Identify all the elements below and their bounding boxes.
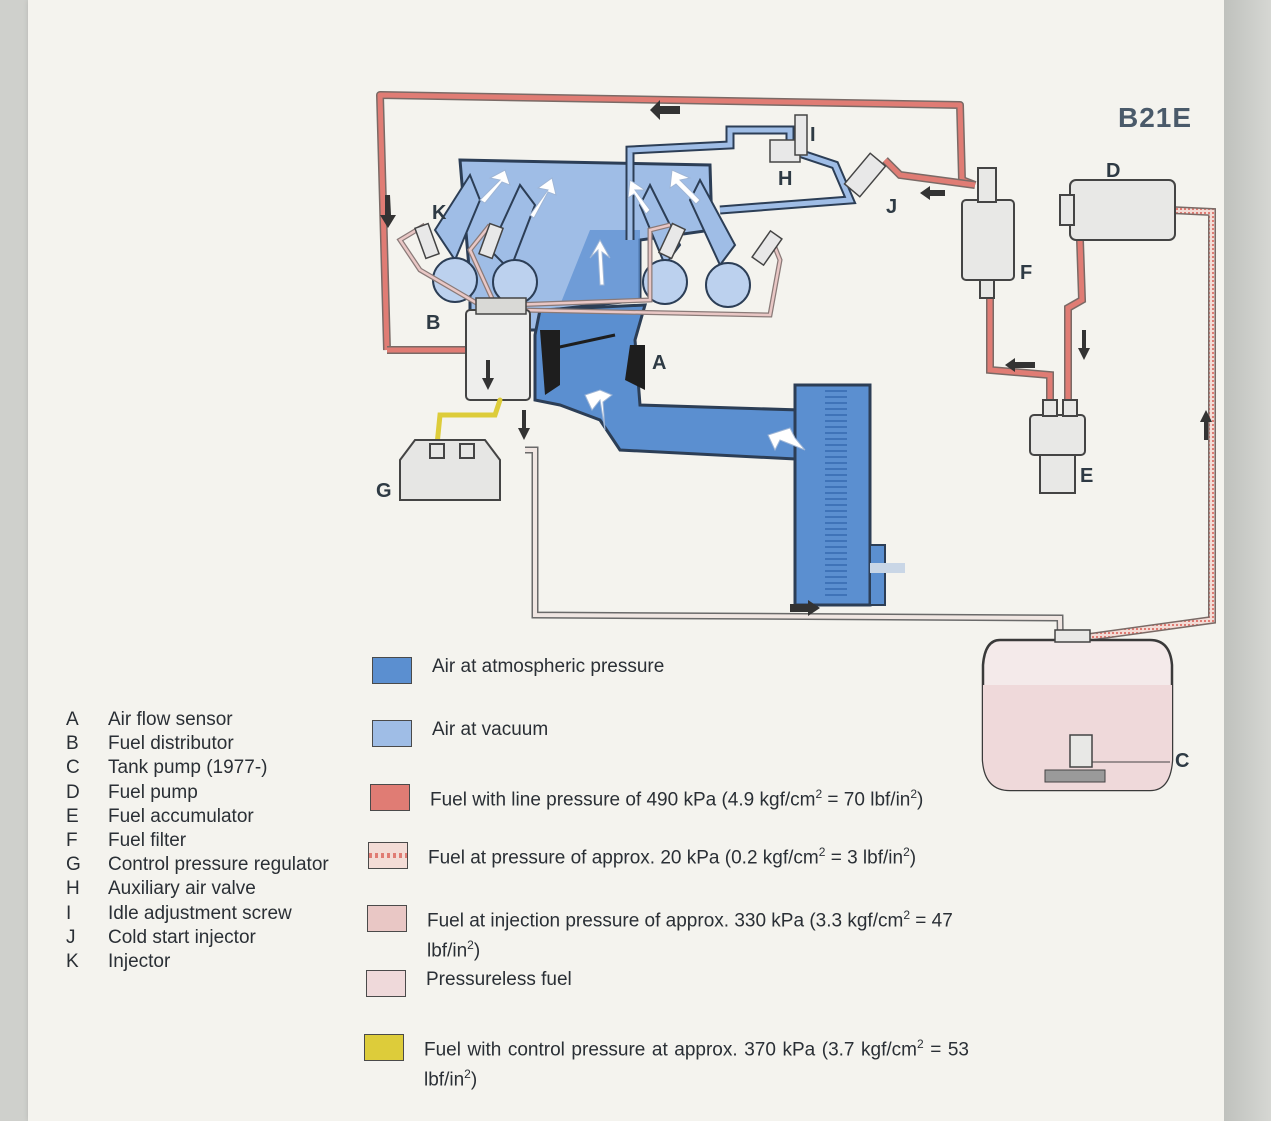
legend-swatch <box>368 842 408 869</box>
engine-model-title: B21E <box>1118 102 1193 133</box>
cold-start-injector <box>843 152 887 198</box>
legend-swatch <box>372 720 412 747</box>
legend-fuel-pressureless: Pressureless fuel <box>366 968 572 997</box>
label-h: H <box>778 168 793 190</box>
label-d: D <box>1106 160 1121 182</box>
air-flow-sensor <box>540 330 645 395</box>
legend-swatch <box>367 905 407 932</box>
label-j: J <box>886 196 898 218</box>
air-filter <box>793 383 905 607</box>
auxiliary-air-valve <box>769 114 808 163</box>
fuel-filter <box>961 167 1015 299</box>
label-c: C <box>1175 750 1190 772</box>
fuel-accumulator <box>1029 399 1086 494</box>
legend-swatch <box>370 784 410 811</box>
injectors <box>413 222 783 267</box>
control-pressure-regulator <box>399 439 501 501</box>
control-pressure-line <box>434 397 503 448</box>
legend-swatch <box>366 970 406 997</box>
legend-swatch <box>364 1034 404 1061</box>
label-a: A <box>652 352 667 374</box>
legend-swatch <box>372 657 412 684</box>
fuel-pump <box>1059 179 1176 241</box>
legend-fuel-20kpa: Fuel at pressure of approx. 20 kPa (0.2 … <box>368 840 916 870</box>
label-f: F <box>1020 262 1033 284</box>
label-k: K <box>432 202 447 224</box>
page-edge <box>1224 0 1271 1121</box>
fuel-distributor <box>465 297 531 401</box>
legend-fuel-injection: Fuel at injection pressure of approx. 33… <box>367 903 967 964</box>
air-arrows <box>479 169 806 452</box>
flow-arrows <box>380 100 1212 616</box>
fuel-tank <box>981 629 1174 792</box>
cylinders <box>432 257 751 308</box>
label-i: I <box>810 124 816 146</box>
legend-air-vacuum: Air at vacuum <box>372 718 548 747</box>
aux-air-pipe <box>625 125 857 240</box>
legend-air-atmospheric: Air at atmospheric pressure <box>372 655 664 684</box>
label-e: E <box>1080 465 1094 487</box>
legend-fuel-control: Fuel with control pressure at approx. 37… <box>364 1032 974 1093</box>
label-b: B <box>426 312 441 334</box>
label-g: G <box>376 480 392 502</box>
legend-fuel-line-pressure: Fuel with line pressure of 490 kPa (4.9 … <box>370 782 923 812</box>
